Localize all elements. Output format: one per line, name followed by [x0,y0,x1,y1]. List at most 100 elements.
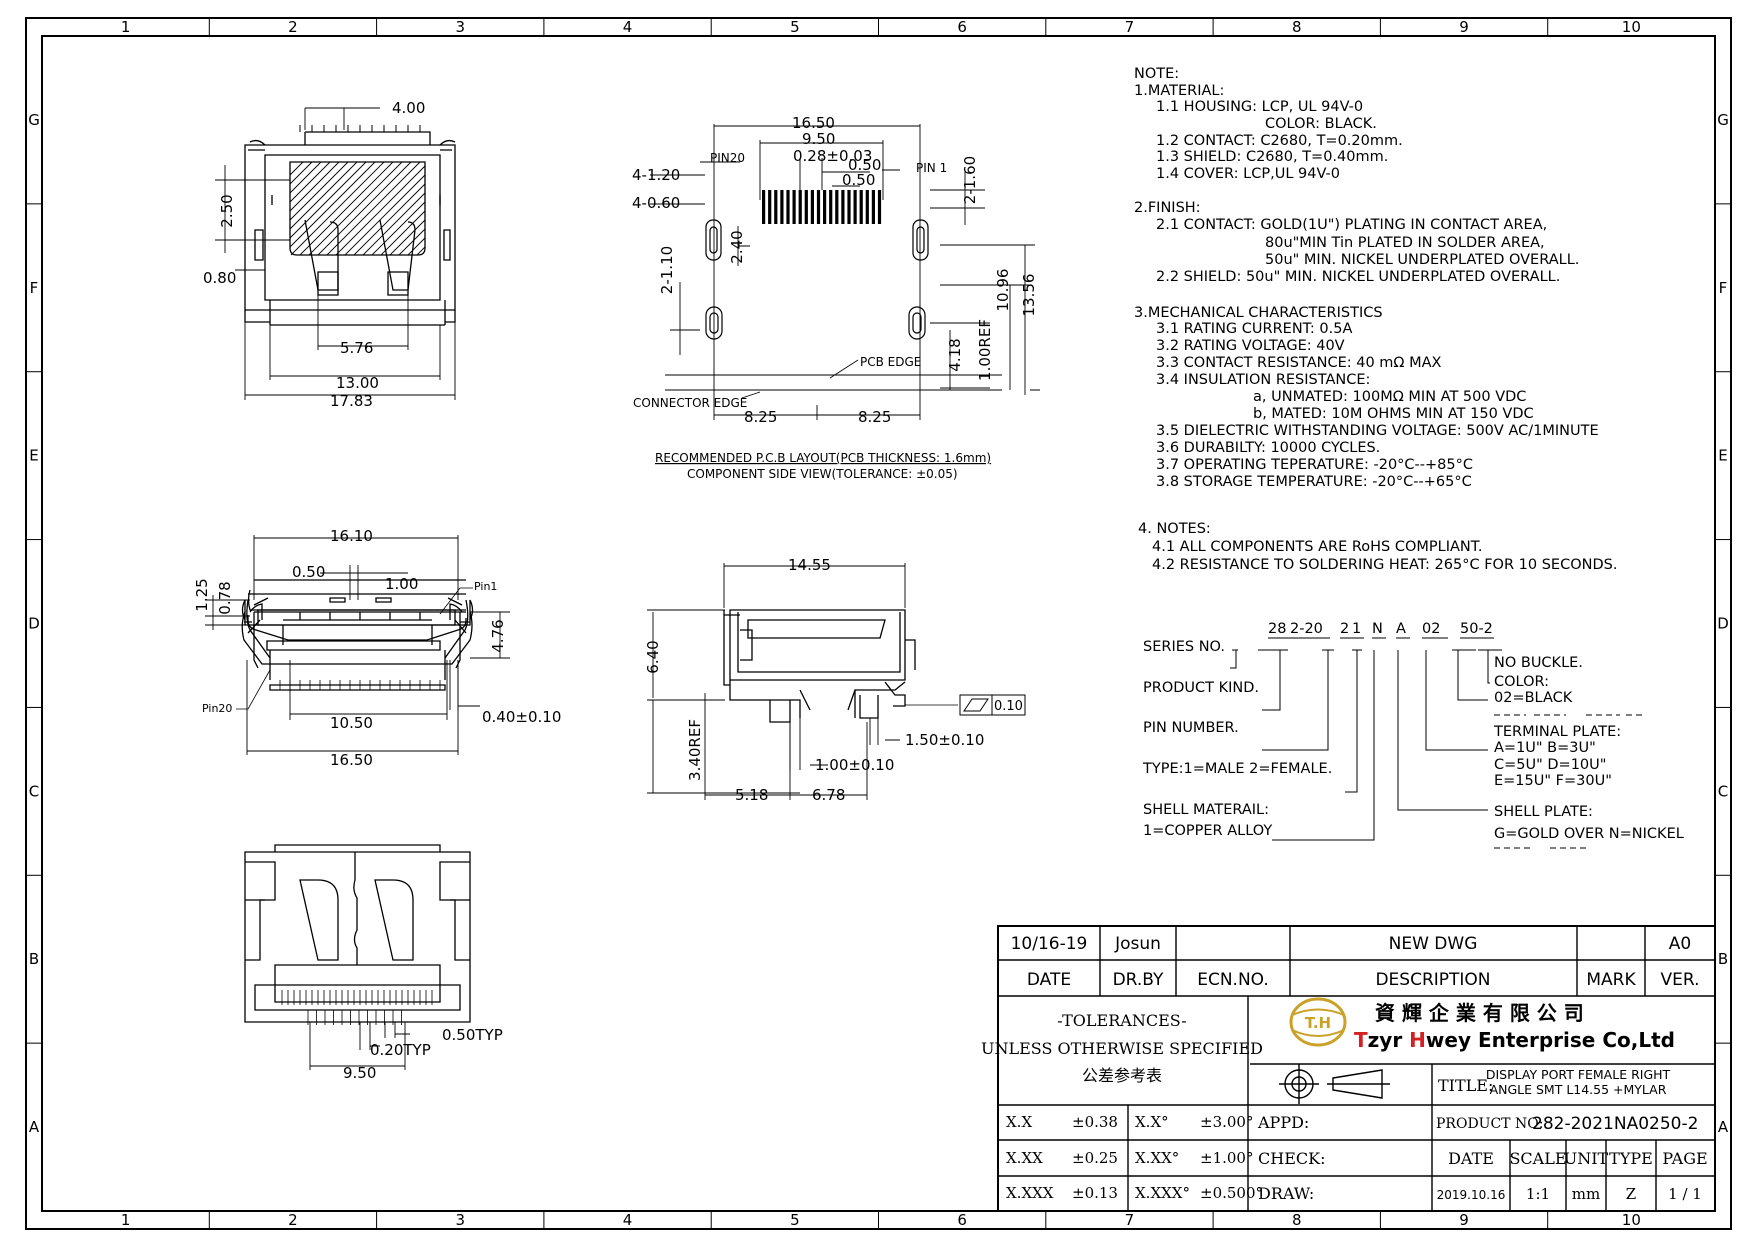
zone-col-bottom-7: 7 [1125,1211,1135,1229]
zone-col-bottom-5: 5 [790,1211,800,1229]
pcb-leaders [741,359,859,399]
label-front-pin20: Pin20 [202,702,232,715]
code-seg-4: 1 [1352,621,1361,637]
pcb-layout-dims: 16.50 9.50 0.28±0.03 0.50 0.50 4-1.20 4-… [632,114,1038,481]
check-label: CHECK: [1258,1149,1325,1168]
rev-header-mark: MARK [1586,970,1636,990]
dim-pcb-13-56: 13.56 [1020,274,1038,317]
dim-pcb-2-40: 2.40 [728,230,746,263]
code-seg-5: N [1372,621,1383,637]
dim-front-1-25: 1.25 [193,578,211,611]
company-logo: T.H [1289,997,1347,1047]
code-right-label-4: TERMINAL PLATE: [1493,724,1621,740]
company-chinese-name: 資 輝 企 業 有 限 公 司 [1375,1001,1584,1025]
rev-header-version: VER. [1661,970,1700,990]
zone-col-bottom-8: 8 [1292,1211,1302,1229]
company-english-name: Tzyr Hwey Enterprise Co,Ltd [1354,1028,1675,1052]
note-line-1: 1.MATERIAL: [1134,83,1224,99]
dim-bottom-9-50: 9.50 [343,1064,376,1082]
zone-row-right-A: A [1718,1118,1729,1136]
pcb-subcaption: COMPONENT SIDE VIEW(TOLERANCE: ±0.05) [687,467,958,481]
zone-col-top-3: 3 [455,18,465,36]
code-right-label-8: SHELL PLATE: [1494,804,1593,820]
side-view [647,563,1026,800]
dim-pcb-0-50-b: 0.50 [842,171,875,189]
zone-row-right-B: B [1718,950,1728,968]
zone-col-bottom-3: 3 [455,1211,465,1229]
tol-r2-c2: ±0.25 [1072,1149,1118,1167]
note-line-23: 4. NOTES: [1138,521,1211,537]
rev-drawn-by: Josun [1114,934,1161,954]
logo-text: T.H [1305,1014,1331,1032]
note-line-20: 3.6 DURABILTY: 10000 CYCLES. [1156,440,1380,456]
note-line-3: COLOR: BLACK. [1265,116,1377,132]
zone-row-left-D: D [28,615,40,633]
bottom-view [244,844,471,1070]
code-left-label-3: PIN NUMBER. [1143,720,1239,736]
tol-r1-c1: X.X [1006,1113,1032,1131]
code-seg-7: 02 [1422,621,1440,637]
tol-r3-c2: ±0.13 [1072,1184,1118,1202]
note-line-7: 2.FINISH: [1134,200,1201,216]
dim-top-5-76: 5.76 [340,339,373,357]
info-header-type: TYPE [1609,1149,1653,1168]
info-value-4: Z [1626,1185,1636,1203]
title-label: TITLE: [1438,1076,1493,1095]
title-block: 10/16-19 Josun NEW DWG A0 DATE DR.BY ECN… [981,925,1716,1212]
dim-pcb-2-1-10: 2-1.10 [658,246,676,294]
rev-header-drawn-by: DR.BY [1113,970,1164,990]
zone-row-left-B: B [29,950,39,968]
info-value-2: 1:1 [1526,1185,1550,1203]
zone-col-bottom-1: 1 [121,1211,131,1229]
dim-front-0-40: 0.40±0.10 [482,708,561,726]
tol-r3-c4: ±0.500° [1200,1184,1263,1202]
code-seg-1: 28 [1268,621,1286,637]
info-header-date: DATE [1448,1149,1494,1168]
note-line-5: 1.3 SHIELD: C2680, T=0.40mm. [1156,149,1388,165]
dim-pcb-9-50: 9.50 [802,130,835,148]
pcb-caption: RECOMMENDED P.C.B LAYOUT(PCB THICKNESS: … [655,451,991,465]
zone-col-top-4: 4 [623,18,633,36]
note-line-25: 4.2 RESISTANCE TO SOLDERING HEAT: 265°C … [1152,557,1617,573]
dim-side-14-55: 14.55 [788,556,831,574]
dim-side-1-50: 1.50±0.10 [905,731,984,749]
zone-col-top-5: 5 [790,18,800,36]
label-pcb-edge: PCB EDGE [860,355,921,369]
dim-pcb-0-28: 0.28±0.03 [793,147,872,165]
note-line-8: 2.1 CONTACT: GOLD(1U") PLATING IN CONTAC… [1156,217,1547,233]
dim-front-4-76: 4.76 [489,619,507,652]
title-line1: DISPLAY PORT FEMALE RIGHT [1486,1067,1671,1082]
zone-col-bottom-6: 6 [957,1211,967,1229]
tol-title: -TOLERANCES- [1057,1011,1186,1030]
dim-side-1-00: 1.00±0.10 [815,756,894,774]
company-name-h: H [1409,1028,1426,1052]
notes-block: NOTE: 1.MATERIAL:1.1 HOUSING: LCP, UL 94… [1134,66,1617,573]
product-number: 282-2021NA0250-2 [1532,1114,1698,1134]
note-line-17: a, UNMATED: 100MΩ MIN AT 500 VDC [1253,389,1526,405]
dim-pcb-8-25-a: 8.25 [744,408,777,426]
zone-row-right-E: E [1718,447,1727,465]
dim-front-16-10: 16.10 [330,527,373,545]
note-line-22: 3.8 STORAGE TEMPERATURE: -20°C--+65°C [1156,474,1472,490]
note-line-9: 80u"MIN Tin PLATED IN SOLDER AREA, [1265,235,1545,251]
dim-pcb-16-50: 16.50 [792,114,835,132]
code-left-label-4: TYPE:1=MALE 2=FEMALE. [1142,761,1332,777]
zone-col-top-8: 8 [1292,18,1302,36]
dim-top-2-50: 2.50 [218,194,236,227]
top-view-dims: 4.00 2.50 0.80 5.76 13.00 17.83 [203,99,425,410]
front-view-dims: 16.10 0.50 1.00 1.25 0.78 4.76 10.50 0.4… [193,527,561,769]
zone-row-left-E: E [29,447,38,465]
dim-front-10-50: 10.50 [330,714,373,732]
code-right-label-9: G=GOLD OVER N=NICKEL [1494,826,1684,842]
rev-description: NEW DWG [1389,934,1478,954]
dim-pcb-4-0-60: 4-0.60 [632,194,680,212]
product-label: PRODUCT NO: [1436,1116,1543,1132]
code-left-label-2: PRODUCT KIND. [1143,680,1259,696]
dim-side-5-18: 5.18 [735,786,768,804]
info-header-scale: SCALE [1509,1149,1566,1168]
note-line-6: 1.4 COVER: LCP,UL 94V-0 [1156,166,1340,182]
company-name-rest: wey Enterprise Co,Ltd [1426,1028,1675,1052]
dim-bottom-0-50typ: 0.50TYP [442,1026,503,1044]
